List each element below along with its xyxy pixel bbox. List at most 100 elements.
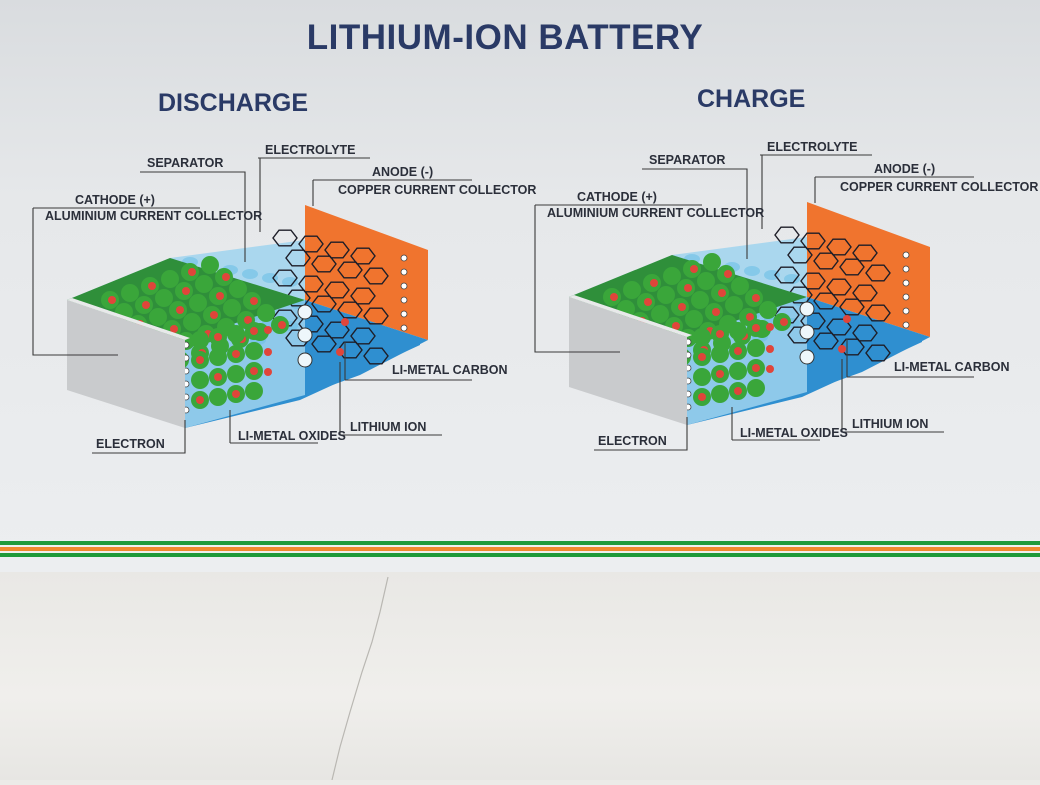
lithium-ion bbox=[142, 301, 150, 309]
electrolyte-pore bbox=[784, 274, 800, 284]
metal-oxide-particle bbox=[191, 371, 209, 389]
poster: LITHIUM-ION BATTERY DISCHARGE CHARGE SEP… bbox=[0, 0, 1040, 572]
lithium-ion bbox=[341, 318, 349, 326]
lithium-ion bbox=[250, 367, 258, 375]
metal-oxide-particle bbox=[257, 304, 275, 322]
electron-icon bbox=[400, 254, 408, 262]
graphite-hexagon bbox=[337, 301, 363, 319]
graphite-hexagon bbox=[865, 264, 891, 282]
lithium-ion bbox=[843, 315, 851, 323]
stripe-green bbox=[0, 541, 1040, 545]
label-electrolyte: ELECTROLYTE bbox=[767, 140, 858, 154]
graphite-hexagon bbox=[865, 304, 891, 322]
graphite-hexagon bbox=[813, 332, 839, 350]
label-li-metal-oxides: LI-METAL OXIDES bbox=[740, 426, 848, 440]
graphite-hexagon bbox=[350, 287, 376, 305]
metal-oxide-particle bbox=[223, 299, 241, 317]
lithium-ion bbox=[264, 348, 272, 356]
discharge-diagram: SEPARATOR ELECTROLYTE ANODE (-) COPPER C… bbox=[0, 0, 537, 480]
metal-oxide-particle bbox=[161, 270, 179, 288]
lithium-ion bbox=[752, 294, 760, 302]
electron-icon bbox=[400, 324, 408, 332]
lithium-ion bbox=[672, 322, 680, 330]
leader-line bbox=[846, 339, 974, 378]
lithium-ion bbox=[766, 323, 774, 331]
lithium-ion bbox=[716, 370, 724, 378]
lithium-ion bbox=[250, 327, 258, 335]
label-cathode: CATHODE (+) bbox=[577, 190, 657, 204]
graphite-hexagon bbox=[298, 275, 324, 293]
graphite-hexagon bbox=[363, 347, 389, 365]
electron-icon bbox=[902, 265, 910, 273]
lithium-ion bbox=[182, 287, 190, 295]
leader-line bbox=[760, 154, 872, 229]
metal-oxide-particle bbox=[691, 291, 709, 309]
aluminium-collector-edge bbox=[569, 295, 692, 337]
metal-oxide-particle bbox=[729, 362, 747, 380]
metal-oxide-particle bbox=[657, 286, 675, 304]
metal-oxide-particle bbox=[227, 365, 245, 383]
leader-line bbox=[594, 417, 688, 451]
label-electron: ELECTRON bbox=[598, 434, 667, 448]
electrolyte-pore bbox=[242, 269, 258, 279]
electron-icon bbox=[902, 251, 910, 259]
lithium-ion bbox=[644, 298, 652, 306]
graphite-hexagon bbox=[298, 315, 324, 333]
label-electrolyte: ELECTROLYTE bbox=[265, 143, 356, 157]
lithium-ion bbox=[196, 356, 204, 364]
electron-icon bbox=[799, 301, 815, 317]
electrolyte-pore bbox=[744, 266, 760, 276]
stripe-orange bbox=[0, 547, 1040, 551]
lithium-ion bbox=[214, 333, 222, 341]
lithium-ion bbox=[690, 265, 698, 273]
li-metal-carbon bbox=[807, 297, 930, 392]
metal-oxide-particle bbox=[747, 379, 765, 397]
lithium-ion bbox=[232, 390, 240, 398]
leader-line bbox=[258, 157, 370, 232]
graphite-hexagon bbox=[813, 252, 839, 270]
lithium-ion bbox=[250, 297, 258, 305]
electron-icon bbox=[297, 304, 313, 320]
lithium-ion bbox=[766, 345, 774, 353]
graphite-hexagon bbox=[272, 229, 298, 247]
label-li-metal-carbon: LI-METAL CARBON bbox=[894, 360, 1010, 374]
electron-icon bbox=[902, 321, 910, 329]
label-aluminium-collector: ALUMINIUM CURRENT COLLECTOR bbox=[547, 206, 765, 220]
poster-title: LITHIUM-ION BATTERY bbox=[306, 18, 704, 57]
electron-icon bbox=[400, 310, 408, 318]
lithium-ion bbox=[718, 289, 726, 297]
electron-icon bbox=[902, 293, 910, 301]
metal-oxide-particle bbox=[685, 310, 703, 328]
lithium-ion bbox=[766, 365, 774, 373]
lithium-ion bbox=[336, 348, 344, 356]
metal-oxide-particle bbox=[227, 325, 245, 343]
metal-oxide-particle bbox=[731, 277, 749, 295]
graphite-hexagon bbox=[337, 261, 363, 279]
lithium-ion bbox=[278, 321, 286, 329]
metal-oxide-particle bbox=[729, 322, 747, 340]
leader-line bbox=[814, 176, 974, 203]
stripe-white bbox=[0, 545, 1040, 547]
graphite-hexagon bbox=[839, 298, 865, 316]
leader-line bbox=[344, 342, 472, 381]
electron-icon bbox=[297, 352, 313, 368]
metal-oxide-particle bbox=[693, 328, 711, 346]
electron-icon bbox=[902, 279, 910, 287]
lithium-ion bbox=[148, 282, 156, 290]
electrolyte-pore bbox=[282, 277, 298, 287]
li-metal-carbon bbox=[305, 300, 428, 395]
metal-oxide-particle bbox=[759, 301, 777, 319]
lithium-ion bbox=[724, 270, 732, 278]
label-copper-collector: COPPER CURRENT COLLECTOR bbox=[338, 183, 537, 197]
metal-oxide-particle bbox=[711, 385, 729, 403]
battery-cell-illustration bbox=[534, 154, 974, 451]
label-lithium-ion: LITHIUM ION bbox=[852, 417, 929, 431]
graphite-hexagon bbox=[865, 344, 891, 362]
graphite-hexagon bbox=[826, 278, 852, 296]
graphite-hexagon bbox=[839, 258, 865, 276]
metal-oxide-particle bbox=[711, 345, 729, 363]
graphite-hexagon bbox=[311, 255, 337, 273]
leader-line bbox=[140, 171, 246, 262]
leader-line bbox=[312, 179, 472, 206]
metal-oxide-particle bbox=[693, 368, 711, 386]
